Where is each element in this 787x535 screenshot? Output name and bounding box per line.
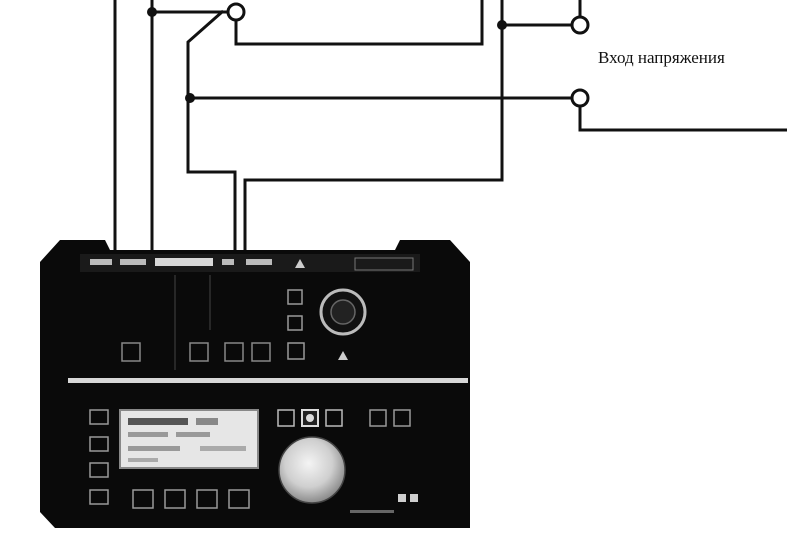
junction-dot (185, 93, 195, 103)
lcd-text-bar (176, 432, 210, 437)
terminal-d (570, 88, 590, 108)
lcd-text-bar (128, 418, 188, 425)
wire-right-column (243, 0, 504, 254)
junction-dot (147, 7, 157, 17)
rotary-knob (278, 436, 346, 504)
side-button (89, 436, 109, 452)
socket-icon (251, 342, 271, 362)
wire-diagonal (186, 9, 237, 254)
function-key (132, 489, 154, 509)
instrument (40, 240, 470, 528)
socket-icon (189, 342, 209, 362)
strip-highlight (155, 258, 213, 266)
control-button-dot (306, 414, 314, 422)
lcd-text-bar (196, 418, 218, 425)
terminal-a (226, 2, 246, 22)
control-button (325, 409, 343, 427)
lcd-text-bar (200, 446, 246, 451)
model-text-mark (350, 510, 394, 513)
wires (113, 0, 787, 254)
function-key (228, 489, 250, 509)
socket-icon (224, 342, 244, 362)
case-separator (68, 378, 468, 383)
voltage-input-label: Вход напряжения (598, 48, 725, 67)
round-connector-inner (330, 299, 356, 325)
lcd-text-bar (128, 432, 168, 437)
warning-icon (338, 351, 348, 360)
wire-loop-a (234, 0, 484, 46)
control-button (277, 409, 295, 427)
instrument-case (40, 240, 470, 528)
socket-icon (121, 342, 141, 362)
socket-icon (287, 289, 303, 305)
strip-mark (90, 259, 112, 265)
control-button (393, 409, 411, 427)
strip-mark (246, 259, 272, 265)
lcd-text-bar (128, 446, 180, 451)
socket-icon (287, 342, 305, 360)
wire-input-bottom (578, 104, 787, 132)
socket-icon (287, 315, 303, 331)
lcd-text-bar (128, 458, 158, 462)
function-key (196, 489, 218, 509)
terminal-c (570, 15, 590, 35)
side-button (89, 489, 109, 505)
side-button (89, 409, 109, 425)
strip-mark (222, 259, 234, 265)
junction-dot (497, 20, 507, 30)
brand-logo-area (354, 257, 414, 271)
control-button (369, 409, 387, 427)
small-icon (410, 494, 418, 502)
junctions (147, 7, 507, 103)
function-key (164, 489, 186, 509)
warning-icon (295, 259, 305, 268)
small-icon (398, 494, 406, 502)
side-button (89, 462, 109, 478)
terminals (226, 2, 590, 108)
strip-mark (120, 259, 146, 265)
